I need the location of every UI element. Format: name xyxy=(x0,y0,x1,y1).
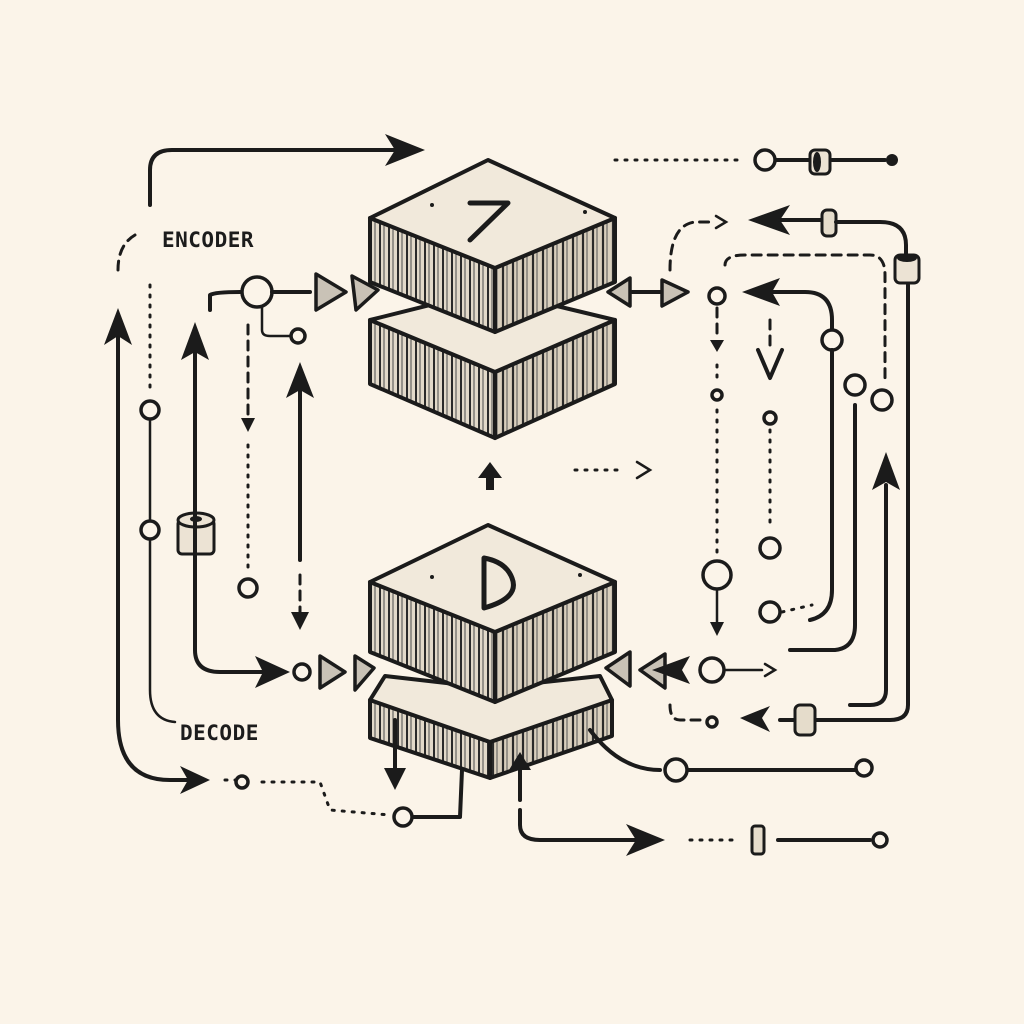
arrow-right-icon xyxy=(763,662,778,678)
cylinder-icon xyxy=(893,253,921,285)
node-circle xyxy=(701,559,733,591)
capacitor-icon xyxy=(793,703,817,737)
top-connector-line xyxy=(148,148,397,207)
arrow-down-icon xyxy=(241,418,255,432)
input-node-circle xyxy=(240,275,274,309)
left-connectors xyxy=(104,134,464,828)
arrow-up-icon xyxy=(872,452,900,490)
arrow-right-icon xyxy=(626,824,665,856)
d-symbol xyxy=(481,555,516,611)
arrow-right-icon xyxy=(635,460,653,480)
node-circle xyxy=(753,148,777,172)
decoder-label: DECODE xyxy=(180,721,259,745)
node-circle xyxy=(758,600,782,624)
capacitor-icon xyxy=(820,208,838,238)
arrow-down-icon xyxy=(756,348,784,380)
node-circle xyxy=(758,536,782,560)
arrow-left-icon xyxy=(652,656,690,684)
node-circle xyxy=(710,388,724,402)
node-circle xyxy=(870,388,894,412)
arrow-right-icon xyxy=(180,766,210,794)
node-circle xyxy=(871,831,889,849)
node-circle xyxy=(234,774,250,790)
node-circle xyxy=(663,757,689,783)
encoder-block xyxy=(368,158,617,440)
center-connectors xyxy=(384,460,889,856)
node-circle xyxy=(289,327,307,345)
arrow-down-icon xyxy=(710,340,724,352)
node-circle xyxy=(292,662,312,682)
chevron-symbol xyxy=(467,200,511,243)
capacitor-icon xyxy=(750,824,766,856)
arrow-up-icon xyxy=(478,462,502,490)
arrow-down-icon xyxy=(384,768,406,790)
decoder-lower-top-face xyxy=(368,674,614,744)
arrow-up-icon xyxy=(181,322,209,360)
triangle-port-icon xyxy=(318,654,347,690)
triangle-port-icon xyxy=(350,274,380,312)
arrow-right-icon xyxy=(714,214,729,230)
node-circle xyxy=(237,577,259,599)
arrow-down-icon xyxy=(291,612,309,630)
node-circle xyxy=(707,286,727,306)
node-circle xyxy=(392,806,414,828)
triangle-port-icon xyxy=(314,272,348,312)
node-circle xyxy=(705,715,719,729)
arrow-left-icon xyxy=(740,706,770,732)
arrow-up-icon xyxy=(286,362,314,398)
outer-left-line xyxy=(116,328,192,782)
encoder-upper-top-face xyxy=(368,158,617,270)
node-dot xyxy=(886,154,898,166)
triangle-port-icon xyxy=(353,654,376,692)
right-connectors xyxy=(604,148,921,737)
decoder-upper-top-face xyxy=(368,523,617,634)
node-circle xyxy=(820,328,844,352)
triangle-port-icon xyxy=(660,278,690,308)
dotted-connector xyxy=(260,780,392,817)
arrow-down-icon xyxy=(710,622,724,636)
arrow-right-icon xyxy=(385,134,425,166)
encoder-dashed-link xyxy=(116,233,137,272)
triangle-port-icon xyxy=(604,650,632,688)
encoder-label: ENCODER xyxy=(162,228,254,252)
arrow-left-icon xyxy=(742,278,780,306)
cylinder-icon xyxy=(808,148,832,176)
node-circle xyxy=(854,758,874,778)
node-circle xyxy=(762,410,778,426)
arrow-up-icon xyxy=(104,308,132,345)
arrow-right-icon xyxy=(255,656,290,688)
node-circle xyxy=(139,399,161,421)
arrow-left-icon xyxy=(748,205,790,235)
decoder-input-line xyxy=(193,343,264,674)
node-circle xyxy=(698,656,726,684)
arrow-up-icon xyxy=(509,752,531,770)
decoder-block xyxy=(368,523,617,780)
node-circle xyxy=(843,373,867,397)
node-circle xyxy=(139,519,161,541)
